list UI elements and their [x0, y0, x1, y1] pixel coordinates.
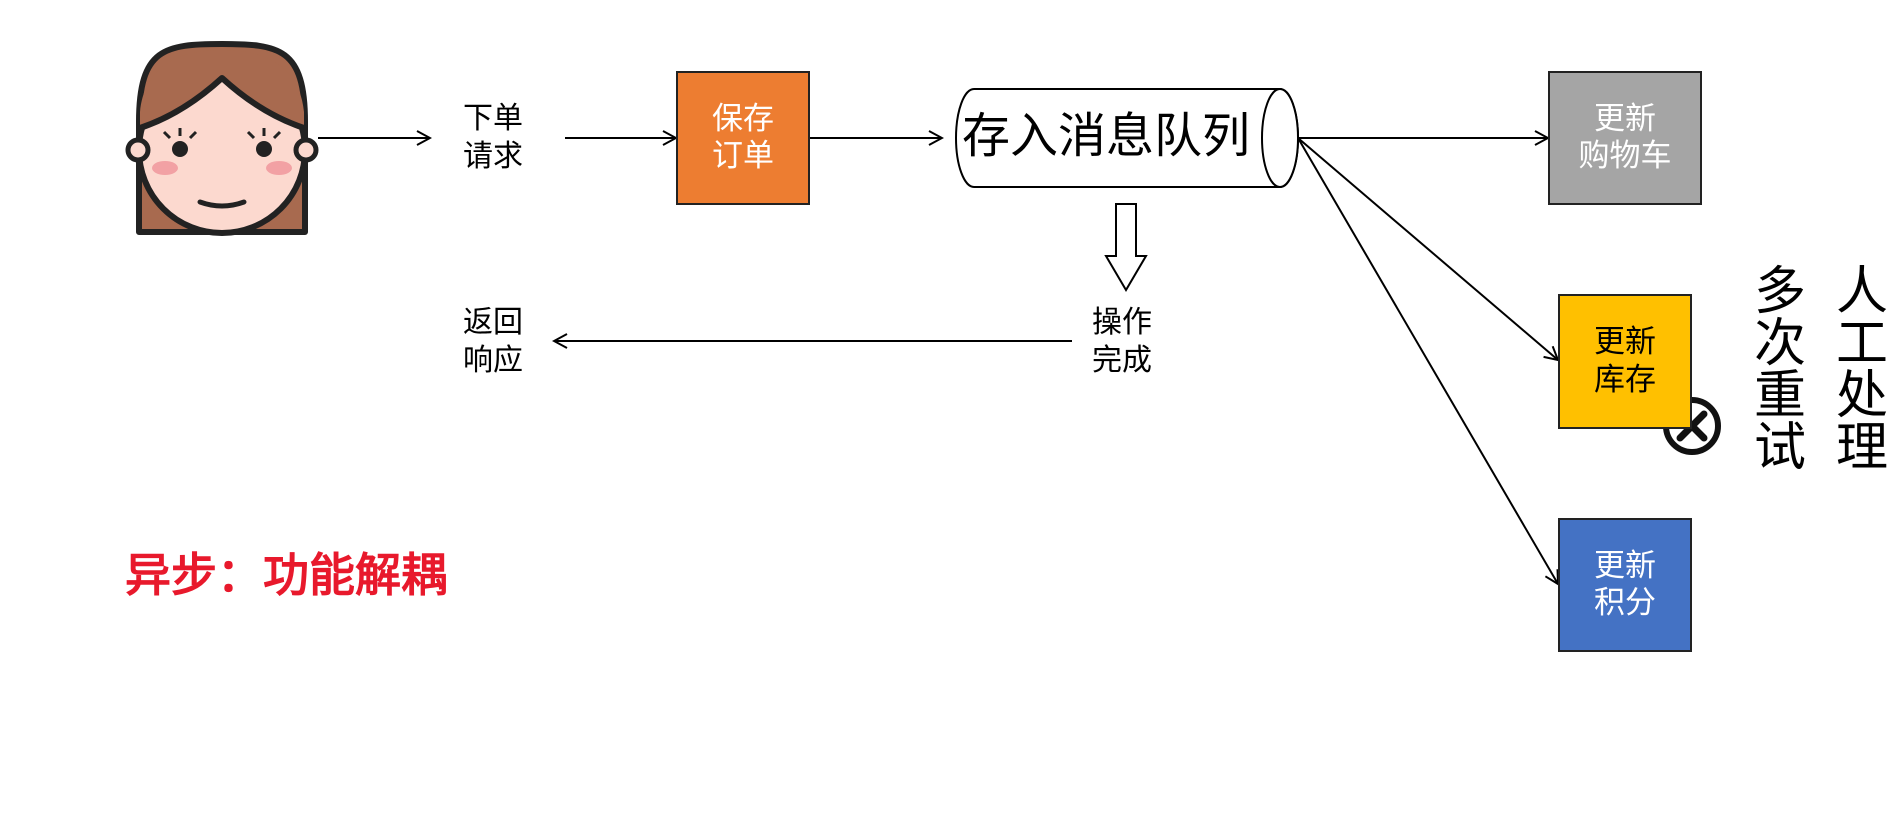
- return-response-label: 返回 响应: [463, 304, 523, 379]
- down-hollow-arrow: [1104, 203, 1148, 292]
- retry-char-1: 多: [1753, 262, 1806, 322]
- manual-handling-label: 人 工 处 理: [1834, 266, 1890, 474]
- manual-char-1: 人: [1835, 262, 1888, 322]
- update-stock-box: 更新 库存: [1558, 294, 1692, 429]
- update-points-box: 更新 积分: [1558, 518, 1692, 652]
- update-stock-line-2: 库存: [1594, 361, 1656, 398]
- message-queue-label: 存入消息队列: [962, 108, 1251, 164]
- retry-char-4: 试: [1753, 418, 1806, 478]
- retry-label: 多 次 重 试: [1752, 266, 1808, 474]
- manual-char-3: 处: [1835, 366, 1888, 426]
- update-points-line-2: 积分: [1594, 585, 1656, 621]
- update-cart-line-2: 购物车: [1578, 138, 1672, 174]
- retry-char-3: 重: [1753, 366, 1806, 426]
- return-response-line-1: 返回: [463, 305, 523, 340]
- operation-done-label: 操作 完成: [1092, 304, 1152, 379]
- arrow-queue-to-points: [1297, 137, 1558, 584]
- operation-done-line-2: 完成: [1092, 342, 1152, 378]
- update-stock-line-1: 更新: [1594, 324, 1656, 361]
- manual-char-4: 理: [1835, 418, 1888, 478]
- order-request-line-2: 请求: [463, 138, 523, 174]
- save-order-line-1: 保存: [712, 100, 774, 137]
- order-request-label: 下单 请求: [463, 100, 523, 175]
- user-avatar-icon: [125, 41, 319, 236]
- manual-char-2: 工: [1835, 314, 1888, 374]
- update-cart-line-1: 更新: [1594, 100, 1656, 137]
- save-order-box: 保存 订单: [676, 71, 810, 205]
- order-request-line-1: 下单: [463, 101, 523, 136]
- diagram-title: 异步：功能解耦: [125, 548, 447, 602]
- retry-char-2: 次: [1753, 314, 1806, 374]
- update-cart-box: 更新 购物车: [1548, 71, 1702, 205]
- update-points-line-1: 更新: [1594, 547, 1656, 584]
- message-queue-cylinder: [955, 88, 1299, 188]
- operation-done-line-1: 操作: [1092, 305, 1152, 340]
- save-order-line-2: 订单: [712, 138, 774, 174]
- return-response-line-2: 响应: [463, 342, 523, 378]
- arrow-queue-to-stock: [1297, 137, 1558, 360]
